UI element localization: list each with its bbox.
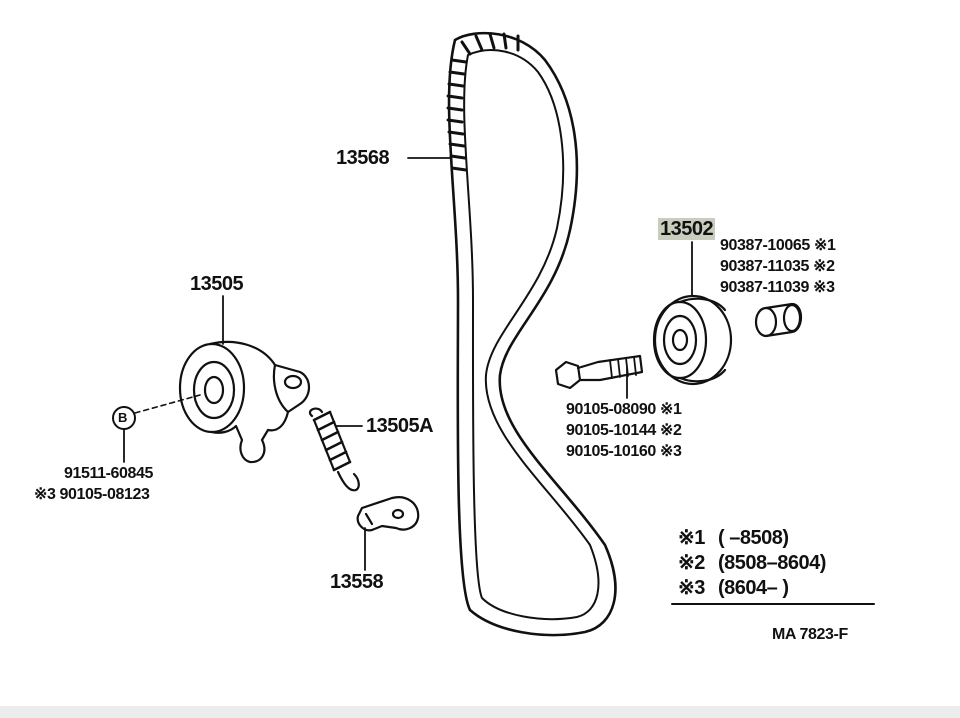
label-idler-pulley: 13502	[658, 218, 716, 240]
bottom-band	[0, 706, 960, 718]
label-bracket: 13558	[330, 571, 384, 593]
washer-leader-dashed	[134, 394, 201, 414]
tension-pulley-drawing	[178, 340, 311, 464]
label-collar-part-3: 90387-11039 ※3	[720, 279, 835, 296]
footnote-2-mark: ※2	[678, 552, 705, 574]
footnote-1-mark: ※1	[678, 527, 705, 549]
label-bolt-part-2: 90105-10144 ※2	[566, 422, 682, 439]
label-collar-part-1: 90387-10065 ※1	[720, 237, 836, 254]
label-tension-pulley: 13505	[190, 273, 244, 295]
footnote-3-mark: ※3	[678, 577, 705, 599]
tension-spring-drawing	[308, 407, 360, 492]
footnote-1-range: ( –8508)	[718, 527, 789, 549]
label-collar-part-2: 90387-11035 ※2	[720, 258, 835, 275]
idler-pulley-drawing	[652, 294, 733, 386]
washer-marker-letter: B	[118, 410, 127, 425]
bolt-drawing	[554, 354, 644, 390]
label-tension-spring: 13505A	[366, 415, 434, 437]
footnote-2-range: (8508–8604)	[718, 552, 826, 574]
timing-belt-drawing	[446, 31, 617, 637]
label-timing-belt: 13568	[336, 147, 390, 169]
footnote-3-range: (8604– )	[718, 577, 789, 599]
label-washer-part: 91511-60845	[64, 465, 154, 482]
collar-drawing	[754, 302, 803, 338]
label-washer-alt: ※3 90105-08123	[34, 486, 150, 503]
label-bolt-part-1: 90105-08090 ※1	[566, 401, 682, 418]
figure-code: MA 7823-F	[772, 626, 848, 643]
label-bolt-part-3: 90105-10160 ※3	[566, 443, 682, 460]
bracket-drawing	[356, 496, 420, 532]
